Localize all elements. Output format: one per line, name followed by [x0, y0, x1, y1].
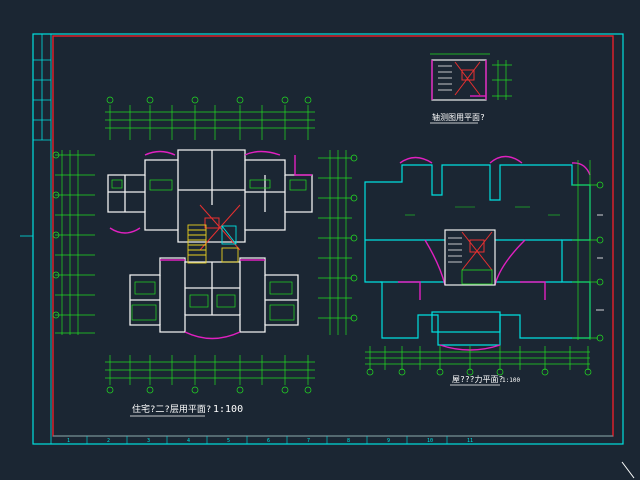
bottom-grid-label: 2 [107, 438, 110, 444]
bottom-grid-label: 11 [467, 438, 473, 444]
left-title-strip [20, 33, 52, 445]
detail-plan-title: 轴测图用平面? [432, 112, 485, 122]
right-plan-scale: 1:100 [502, 377, 520, 384]
bottom-grid-label: 3 [147, 438, 150, 444]
bottom-grid-labels: 1 2 3 4 5 6 7 8 9 10 11 [67, 436, 473, 444]
right-plan-outline [364, 164, 591, 346]
left-plan-axis-bubbles [52, 96, 358, 394]
left-plan-right-dimensions [318, 150, 352, 335]
left-plan-core [199, 204, 241, 251]
left-floor-plan[interactable] [52, 96, 358, 394]
right-plan-title: 屋???力平面? [452, 374, 503, 384]
left-plan-bottom-dimensions [105, 355, 315, 385]
bottom-grid-label: 5 [227, 438, 230, 444]
left-plan-stair [187, 224, 239, 264]
detail-plan-stair [438, 65, 452, 91]
left-plan-walls [107, 149, 313, 333]
right-floor-plan[interactable] [364, 155, 604, 376]
detail-plan[interactable]: 轴测图用平面? [430, 53, 512, 124]
left-plan-top-dimensions [105, 105, 315, 140]
bottom-grid-label: 6 [267, 438, 270, 444]
detail-plan-core [454, 61, 481, 96]
right-plan-small-labels [405, 206, 560, 216]
detail-plan-walls-magenta [431, 60, 487, 100]
right-plan-title-group: 屋???力平面? 1:100 [450, 374, 520, 386]
left-plan-title: 住宅?二?层用平面? [132, 403, 211, 415]
left-plan-title-group: 住宅?二?层用平面? 1:100 [130, 403, 243, 417]
right-plan-right-dimensions [572, 160, 598, 340]
right-plan-parapets [398, 155, 591, 351]
left-plan-balconies [109, 150, 312, 340]
right-plan-axis-bubbles [366, 181, 604, 376]
right-plan-ticks-right [596, 214, 604, 311]
bottom-grid-label: 10 [427, 438, 433, 444]
left-plan-scale: 1:100 [213, 404, 243, 415]
bottom-grid-label: 7 [307, 438, 310, 444]
bottom-grid-label: 9 [387, 438, 390, 444]
left-plan-left-dimensions [55, 150, 95, 335]
left-plan-shaft [221, 225, 237, 245]
left-plan-fixtures [111, 179, 307, 321]
sheet-frame [32, 33, 624, 445]
inner-border [52, 35, 614, 437]
bottom-grid-label: 4 [187, 438, 190, 444]
right-plan-core [444, 229, 496, 286]
corner-mark [621, 461, 635, 479]
right-plan-bottom-dimensions [365, 346, 590, 370]
detail-plan-dimensions [430, 53, 512, 100]
bottom-grid-label: 8 [347, 438, 350, 444]
bottom-grid-label: 1 [67, 438, 70, 444]
